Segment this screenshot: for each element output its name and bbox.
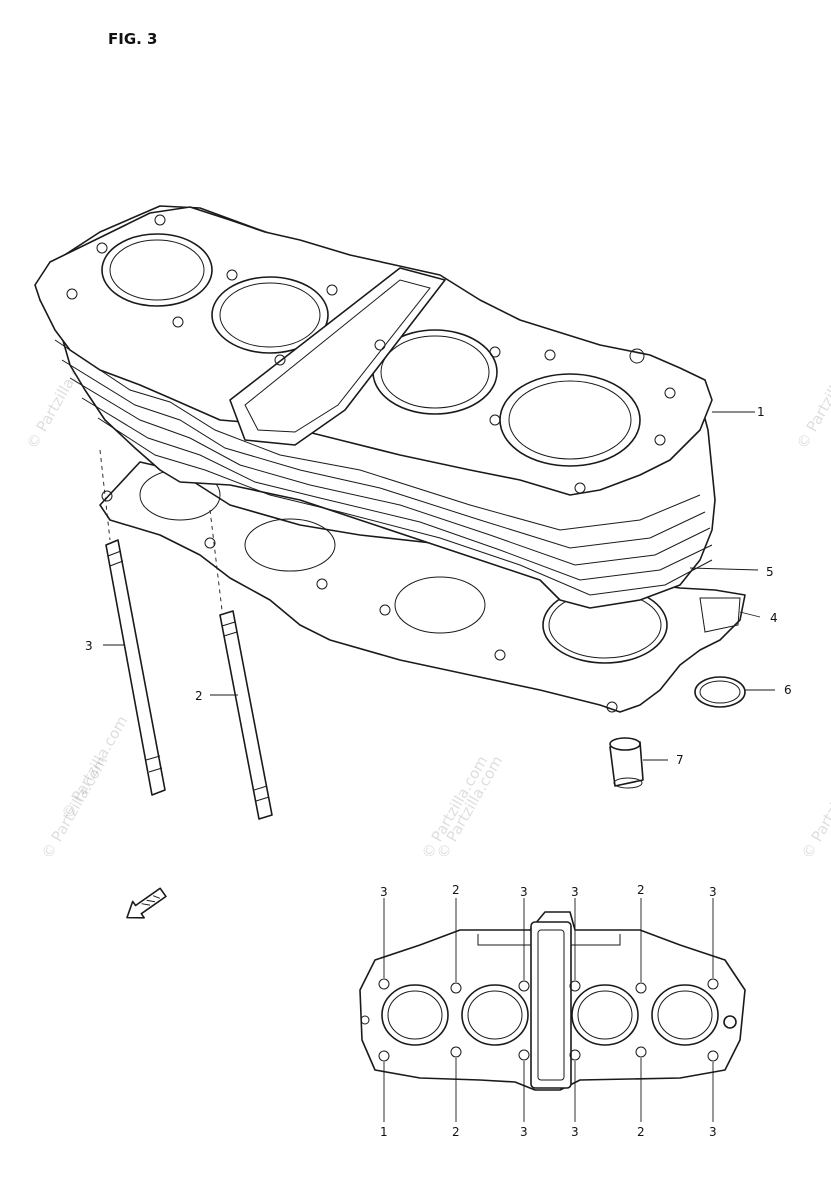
dowel-pin <box>609 737 644 789</box>
key-plan-top-label: 3 <box>709 885 717 899</box>
callout-stud-left: 3 <box>85 639 93 653</box>
stud-bolt-short <box>219 610 273 820</box>
watermark: © Partzilla.com <box>798 753 831 862</box>
cylinder-block <box>34 205 716 609</box>
callout-o-ring: 6 <box>784 683 792 697</box>
stud-axis-line <box>99 449 111 541</box>
key-plan-bottom-label: 1 <box>380 1125 388 1139</box>
front-arrow-icon <box>126 887 167 919</box>
watermark: © Partzilla.com <box>58 713 131 822</box>
stud-axis-line <box>209 509 223 611</box>
key-plan-top-label: 2 <box>637 883 645 897</box>
key-plan: 3 2 3 3 2 3 1 2 3 3 2 3 <box>359 883 746 1139</box>
key-plan-bottom-label: 3 <box>520 1125 528 1139</box>
callout-gasket-base: 4 <box>770 611 778 625</box>
callout-dowel-pin: 7 <box>676 753 684 767</box>
key-plan-top-label: 3 <box>380 885 388 899</box>
callout-stud-right: 2 <box>195 689 203 703</box>
stud-bolt-long <box>105 539 166 796</box>
watermark: © Partzilla.com <box>793 343 831 452</box>
callouts: 1 3 2 5 4 6 7 <box>85 405 792 767</box>
cylinder-base-gasket <box>99 461 746 713</box>
key-plan-bottom-label: 2 <box>452 1125 460 1139</box>
key-plan-bottom-label: 3 <box>571 1125 579 1139</box>
key-plan-top-label: 2 <box>452 883 460 897</box>
figure-title: FIG. 3 <box>108 30 158 48</box>
key-plan-top-label: 3 <box>520 885 528 899</box>
key-plan-bottom-label: 3 <box>709 1125 717 1139</box>
o-ring <box>694 676 746 708</box>
callout-gasket-top: 5 <box>766 565 774 579</box>
key-plan-top-label: 3 <box>571 885 579 899</box>
callout-cylinder: 1 <box>757 405 765 419</box>
key-plan-bottom-label: 2 <box>637 1125 645 1139</box>
